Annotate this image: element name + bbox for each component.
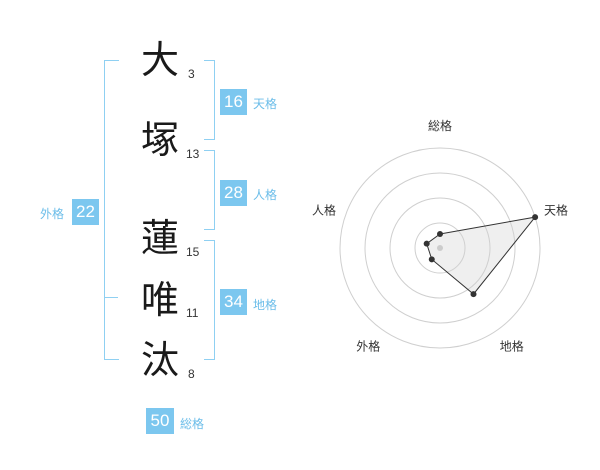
gaikaku-label: 外格 (40, 207, 65, 221)
radar-point-0 (437, 231, 443, 237)
name-char-2: 塚 (140, 118, 179, 162)
radar-axis-label-3: 外格 (356, 339, 380, 354)
tenkaku-value: 16 (220, 89, 247, 115)
chikaku-bracket (204, 240, 215, 360)
radar-axis-label-2: 地格 (500, 339, 524, 354)
tenkaku-bracket (204, 60, 215, 140)
radar-point-4 (423, 240, 430, 247)
stroke-count-5: 8 (188, 367, 195, 381)
stroke-count-2: 13 (186, 147, 200, 161)
gaikaku-value: 22 (72, 199, 99, 225)
radar-ring-4 (339, 147, 541, 349)
name-char-4: 唯 (140, 278, 179, 322)
stroke-count-3: 15 (186, 245, 200, 259)
soukaku-label: 総格 (180, 417, 205, 431)
soukaku-value: 50 (146, 408, 174, 434)
chikaku-value: 34 (220, 289, 247, 315)
tenkaku-label: 天格 (253, 97, 278, 111)
jinkaku-label: 人格 (253, 188, 278, 202)
radar-point-2 (470, 291, 477, 298)
radar-point-3 (428, 256, 435, 263)
name-char-3: 蓮 (140, 216, 179, 260)
name-char-1: 大 (140, 38, 179, 82)
stroke-count-1: 3 (188, 67, 195, 81)
gaikaku-bracket (104, 60, 119, 360)
radar-point-1 (532, 214, 539, 221)
radar-axis-label-4: 人格 (312, 202, 336, 217)
radar-ring-2 (389, 197, 491, 299)
radar-axis-label-1: 天格 (544, 202, 568, 217)
radar-ring-1 (414, 222, 466, 274)
gaikaku-bracket-tick (104, 297, 118, 298)
radar-series-area (426, 216, 537, 295)
jinkaku-value: 28 (220, 180, 247, 206)
chikaku-label: 地格 (253, 298, 278, 312)
radar-center-dot (437, 245, 443, 251)
radar-ring-3 (364, 172, 516, 324)
radar-axis-label-0: 総格 (428, 118, 452, 133)
jinkaku-bracket (204, 150, 215, 230)
name-char-5: 汰 (140, 338, 179, 382)
stroke-count-4: 11 (186, 306, 199, 320)
